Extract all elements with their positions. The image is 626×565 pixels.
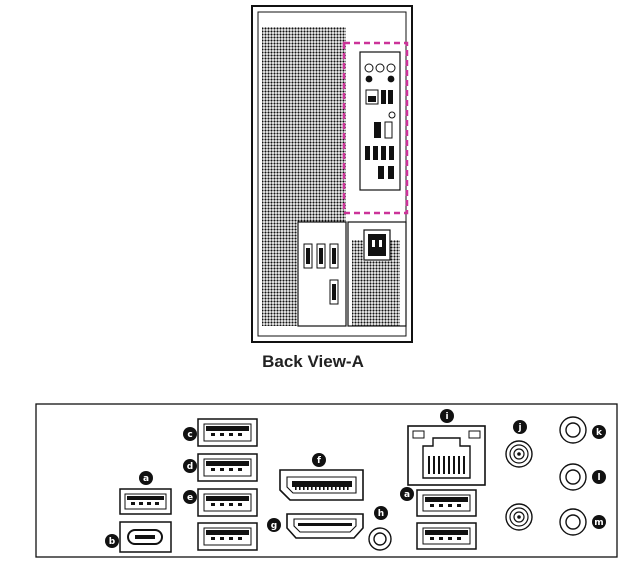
usb-stack-left — [197, 418, 258, 551]
audio-jack-h — [368, 527, 392, 551]
svg-text:k: k — [596, 428, 603, 438]
callout-k: k — [592, 425, 606, 439]
callout-i: i — [440, 409, 454, 423]
gpu-bracket — [297, 221, 347, 327]
usb-type-a-port — [119, 488, 172, 515]
svg-text:a: a — [143, 474, 149, 484]
io-highlight-box — [342, 41, 409, 215]
hdmi-port — [286, 513, 364, 539]
callout-a-right: a — [400, 487, 414, 501]
rj45-lan-port — [407, 425, 486, 486]
io-panel-detail: a b c d e f g h — [35, 403, 618, 558]
usb-port-d — [197, 453, 258, 482]
callout-e: e — [183, 490, 197, 504]
callout-j: j — [513, 420, 527, 434]
svg-text:a: a — [404, 490, 410, 500]
usb-stack-right — [416, 489, 477, 550]
callout-g: g — [267, 518, 281, 532]
usb-port-e-lower — [197, 522, 258, 551]
callout-m: m — [592, 515, 606, 529]
callout-d: d — [183, 459, 197, 473]
svg-text:m: m — [594, 518, 603, 528]
usb-port-e — [197, 488, 258, 517]
displayport-port — [279, 469, 364, 501]
callout-a-left: a — [139, 471, 153, 485]
io-shield — [359, 51, 401, 191]
usb-type-c-port — [119, 521, 172, 553]
callout-l: l — [592, 470, 606, 484]
usb-port-c — [197, 418, 258, 447]
svg-text:g: g — [271, 521, 277, 531]
usb-port-a-right-lower — [416, 522, 477, 550]
callout-b: b — [105, 534, 119, 548]
svg-text:e: e — [187, 493, 193, 503]
antenna-connectors — [505, 440, 533, 531]
svg-text:b: b — [109, 537, 116, 547]
callout-c: c — [183, 427, 197, 441]
callout-h: h — [374, 506, 388, 520]
case-back-view — [251, 5, 413, 343]
psu-area — [347, 221, 407, 327]
svg-text:i: i — [445, 412, 448, 422]
audio-jacks — [559, 416, 587, 536]
figure-caption: Back View-A — [262, 352, 364, 371]
svg-text:d: d — [187, 462, 193, 472]
svg-text:j: j — [517, 423, 521, 433]
svg-text:l: l — [597, 473, 600, 483]
callout-f: f — [312, 453, 326, 467]
svg-text:c: c — [187, 430, 192, 440]
usb-port-a-right — [416, 489, 477, 517]
svg-text:f: f — [317, 456, 321, 466]
svg-text:h: h — [378, 509, 384, 519]
